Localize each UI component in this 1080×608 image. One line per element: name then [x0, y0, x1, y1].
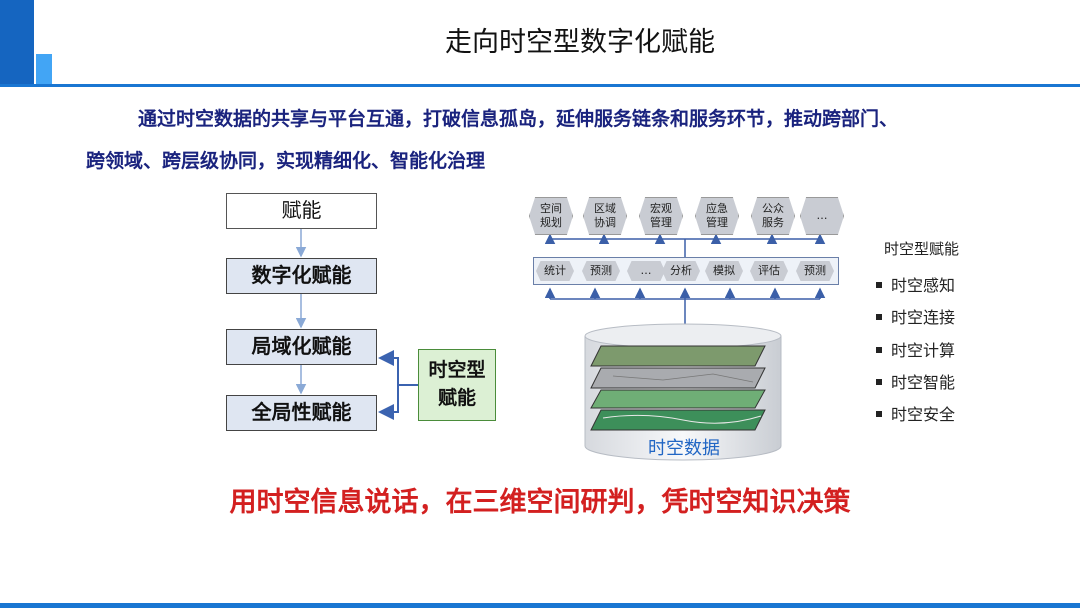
spatial-data-cylinder — [584, 323, 782, 461]
flow-connectors — [295, 229, 418, 420]
legend-title: 时空型赋能 — [884, 240, 960, 258]
page-title: 走向时空型数字化赋能 — [445, 27, 715, 58]
legend-item: 时空连接 — [876, 304, 955, 328]
legend-item: 时空计算 — [876, 337, 955, 361]
bullet-icon — [876, 313, 882, 320]
intro-line-2: 跨领域、跨层级协同，实现精细化、智能化治理 — [86, 150, 486, 172]
bullet-icon — [876, 346, 882, 353]
function-item: 预测 — [796, 261, 834, 281]
digital-empower-box: 数字化赋能 — [226, 258, 377, 294]
header-accent-bar — [0, 0, 34, 86]
empower-box: 赋能 — [226, 193, 377, 229]
bullet-icon — [876, 378, 882, 385]
header-divider — [0, 84, 1080, 87]
slogan: 用时空信息说话，在三维空间研判，凭时空知识决策 — [229, 487, 851, 518]
app-hex-1: 空间规划 — [529, 197, 573, 235]
app-hex-5: 公众服务 — [751, 197, 795, 235]
intro-text: 通过时空数据的共享与平台互通，打破信息孤岛，延伸服务链条和服务环节，推动跨部门、… — [86, 98, 1046, 182]
spatial-empower-line-1: 时空型 — [428, 359, 486, 381]
legend-item: 时空安全 — [876, 401, 955, 425]
app-hex-3: 宏观管理 — [639, 197, 683, 235]
spatial-data-label: 时空数据 — [648, 438, 720, 459]
legend-item: 时空感知 — [876, 272, 955, 296]
function-item: 预测 — [582, 261, 620, 281]
app-hex-4: 应急管理 — [695, 197, 739, 235]
function-item: 分析 — [662, 261, 700, 281]
app-hex-more: … — [800, 197, 844, 235]
spatial-empower-box: 时空型 赋能 — [418, 349, 496, 421]
function-item: 评估 — [750, 261, 788, 281]
header-accent-block — [36, 54, 52, 84]
function-item: 模拟 — [705, 261, 743, 281]
legend-item: 时空智能 — [876, 369, 955, 393]
local-empower-box: 局域化赋能 — [226, 329, 377, 365]
footer-divider — [0, 603, 1080, 608]
bullet-icon — [876, 410, 882, 417]
function-item: … — [627, 261, 665, 281]
global-empower-box: 全局性赋能 — [226, 395, 377, 431]
function-item: 统计 — [536, 261, 574, 281]
app-hex-2: 区域协调 — [583, 197, 627, 235]
spatial-empower-line-2: 赋能 — [437, 387, 476, 409]
bullet-icon — [876, 281, 882, 288]
intro-line-1: 通过时空数据的共享与平台互通，打破信息孤岛，延伸服务链条和服务环节，推动跨部门、 — [138, 108, 899, 130]
